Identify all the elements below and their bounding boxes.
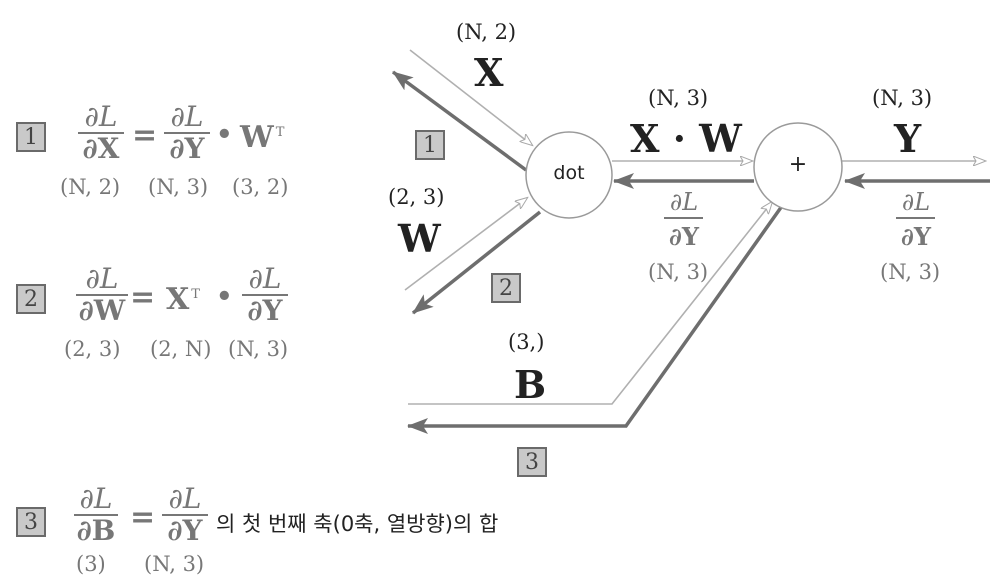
eq1-rhs-bar (164, 132, 210, 134)
eq2-shape-2: (2, N) (150, 337, 212, 361)
grad-right-shape: (N, 3) (880, 260, 941, 284)
forward-arrow-x-dot (409, 49, 532, 145)
plus-node-label: + (788, 152, 808, 177)
forward-arrow-w-dot (404, 198, 527, 291)
eq2-term-sup: T (191, 287, 200, 302)
xw-shape-label: (N, 3) (648, 86, 709, 110)
eq3-box: 3 (16, 507, 46, 537)
b-shape-label: (3,) (508, 330, 545, 354)
eq1-lhs-bar (78, 132, 124, 134)
eq1-shape-1: (N, 2) (60, 175, 121, 199)
plus-node (753, 122, 843, 212)
grad-right-denominator: ∂Y (901, 222, 931, 251)
eq1-equals: = (132, 118, 158, 153)
eq1-rhs-numerator: ∂L (170, 100, 204, 133)
eq1-shape-2: (N, 3) (148, 175, 209, 199)
eq2-dot: • (216, 282, 233, 312)
eq1-shape-3: (3, 2) (232, 175, 289, 199)
eq1-dot: • (216, 120, 233, 150)
grad-mid-shape: (N, 3) (648, 260, 709, 284)
backward-arrow-dot-w (411, 210, 542, 315)
dot-node (525, 131, 613, 219)
grad-mid-numerator: ∂L (669, 188, 699, 216)
eq3-rhs-fraction: ∂L ∂Y (162, 484, 208, 546)
eq1-term-sup: T (275, 125, 285, 140)
eq2-equals: = (130, 280, 156, 315)
grad-right-numerator: ∂L (901, 188, 931, 216)
eq3-lhs-bar (74, 514, 118, 516)
backward-arrow-dot-x (391, 70, 528, 172)
eq3-shape-1: (3) (76, 552, 106, 576)
xw-label: X · W (630, 116, 742, 161)
x-label: X (474, 50, 504, 95)
w-label: W (398, 216, 441, 261)
diagram-box-3: 3 (517, 447, 547, 477)
diagram-box-2: 2 (491, 273, 521, 303)
eq3-rhs-bar (162, 514, 208, 516)
eq2-rhs-bar (242, 294, 288, 296)
backward-arrow-plus-b (407, 204, 784, 434)
eq1-term: W (240, 120, 274, 155)
b-label: B (514, 362, 547, 407)
eq1-lhs-fraction: ∂L ∂X (78, 102, 124, 164)
eq2-shape-1: (2, 3) (64, 337, 121, 361)
eq2-term: X (166, 282, 190, 317)
w-shape-label: (2, 3) (388, 185, 445, 209)
forward-arrow-b-plus (408, 202, 772, 405)
eq3-rhs-denominator: ∂Y (167, 514, 203, 547)
eq2-rhs-denominator: ∂Y (247, 294, 283, 327)
eq1-rhs-denominator: ∂Y (169, 132, 205, 165)
eq2-rhs-fraction: ∂L ∂Y (242, 264, 288, 326)
dot-node-label: dot (553, 162, 585, 184)
y-label: Y (894, 116, 922, 161)
eq3-lhs-fraction: ∂L ∂B (74, 484, 118, 546)
eq3-lhs-denominator: ∂B (76, 514, 116, 547)
grad-mid-denominator: ∂Y (669, 222, 699, 251)
eq2-lhs-fraction: ∂L ∂W (76, 264, 128, 326)
eq2-lhs-bar (76, 294, 128, 296)
eq2-lhs-numerator: ∂L (85, 262, 119, 295)
eq3-description: 의 첫 번째 축(0축, 열방향)의 합 (216, 512, 499, 536)
eq1-lhs-denominator: ∂X (82, 132, 120, 165)
eq1-box: 1 (16, 122, 46, 152)
eq3-equals: = (130, 500, 156, 535)
eq3-rhs-numerator: ∂L (168, 482, 202, 515)
eq1-lhs-numerator: ∂L (84, 100, 118, 133)
x-shape-label: (N, 2) (456, 20, 517, 44)
diagram-box-1: 1 (415, 130, 445, 160)
eq1-rhs-fraction: ∂L ∂Y (164, 102, 210, 164)
eq2-lhs-denominator: ∂W (78, 294, 126, 327)
y-shape-label: (N, 3) (872, 86, 933, 110)
eq3-lhs-numerator: ∂L (79, 482, 113, 515)
eq2-shape-3: (N, 3) (228, 337, 289, 361)
eq2-rhs-numerator: ∂L (248, 262, 282, 295)
eq3-shape-2: (N, 3) (144, 552, 205, 576)
eq2-box: 2 (16, 284, 46, 314)
